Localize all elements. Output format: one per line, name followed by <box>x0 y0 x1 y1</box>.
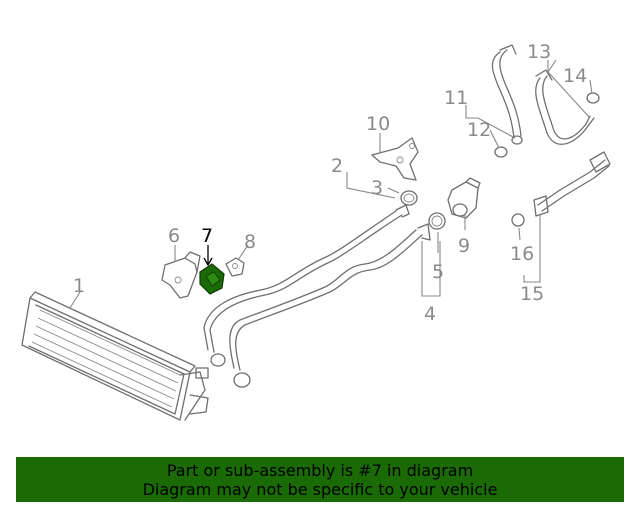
callout-labels: 1 2 3 4 5 6 7 8 9 10 11 12 13 14 15 16 <box>73 41 587 325</box>
part-5-oring <box>428 212 446 230</box>
part-6-bracket <box>161 251 201 299</box>
parts-diagram: 1 2 3 4 5 6 7 8 9 10 11 12 13 14 15 16 <box>21 41 611 421</box>
part-4-hose <box>229 223 431 388</box>
callout-8[interactable]: 8 <box>244 231 256 253</box>
callout-9[interactable]: 9 <box>458 235 470 257</box>
banner-line-1: Part or sub-assembly is #7 in diagram <box>166 460 474 480</box>
part-14-clamp <box>586 92 600 104</box>
leader-lines <box>69 59 593 309</box>
info-banner: Part or sub-assembly is #7 in diagram Di… <box>16 457 624 502</box>
callout-4[interactable]: 4 <box>424 303 436 325</box>
part-11-hose <box>491 44 523 145</box>
part-3-oring <box>400 190 418 206</box>
part-2-hose <box>203 204 410 367</box>
callout-1[interactable]: 1 <box>73 275 85 297</box>
part-1-radiator <box>21 291 209 421</box>
part-16-clamp <box>511 213 525 227</box>
callout-15[interactable]: 15 <box>520 283 544 305</box>
callout-11[interactable]: 11 <box>444 87 468 109</box>
callout-16[interactable]: 16 <box>510 243 534 265</box>
part-13-hose <box>535 69 595 145</box>
callout-7[interactable]: 7 <box>201 225 213 247</box>
callout-13[interactable]: 13 <box>527 41 551 63</box>
callout-3[interactable]: 3 <box>371 177 383 199</box>
part-9-housing <box>447 177 481 219</box>
callout-6[interactable]: 6 <box>168 225 180 247</box>
callout-5[interactable]: 5 <box>432 261 444 283</box>
part-7-clip <box>199 263 225 295</box>
callout-14[interactable]: 14 <box>563 65 587 87</box>
banner-line-2: Diagram may not be specific to your vehi… <box>142 479 498 499</box>
part-15-pipe <box>533 151 611 217</box>
callout-2[interactable]: 2 <box>331 155 343 177</box>
part-12-clamp <box>494 146 508 158</box>
part-8-bracket <box>225 257 245 277</box>
part-10-bracket <box>371 137 419 181</box>
callout-10[interactable]: 10 <box>366 113 390 135</box>
callout-12[interactable]: 12 <box>467 119 491 141</box>
